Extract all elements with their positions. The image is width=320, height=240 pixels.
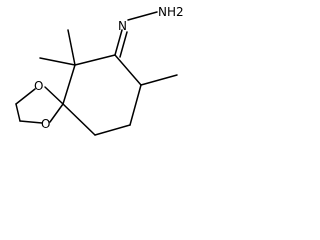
bond-n-n xyxy=(127,11,158,21)
bond-cquat-chydrazone xyxy=(74,54,116,66)
molecule-structure: O O N NH2 xyxy=(15,5,184,136)
atom-label-o2: O xyxy=(41,117,50,131)
atom-label-n1: N xyxy=(118,19,127,33)
bond-spiro-cquat xyxy=(62,64,76,105)
bond-cmethine-ch2 xyxy=(129,84,142,126)
bond-o2-ch2 xyxy=(19,120,43,124)
bond-ch2-spiro xyxy=(62,103,96,136)
atom-oxygen-2: O xyxy=(41,117,50,131)
bond-chydrazone-cmethine xyxy=(114,54,142,86)
bond-spiro-o1 xyxy=(44,86,64,105)
bond-spiro-o2 xyxy=(49,103,64,123)
bond-ch2-ch2 xyxy=(15,103,21,122)
atom-nitrogen-amine: NH2 xyxy=(158,5,184,19)
atom-label-o1: O xyxy=(34,79,43,93)
bond-c-n-double-2 xyxy=(119,31,128,58)
bond-cmethine-methyl xyxy=(140,74,178,86)
bond-ring-ch2-ch2 xyxy=(94,124,131,136)
bond-c-n-double-1 xyxy=(114,29,123,56)
bond-cquat-methyl-2 xyxy=(67,29,76,66)
atom-label-nh2: NH2 xyxy=(158,5,184,19)
atom-nitrogen-imine: N xyxy=(118,19,127,33)
atom-oxygen-1: O xyxy=(34,79,43,93)
bond-o1-ch2 xyxy=(15,88,36,105)
bond-cquat-methyl-1 xyxy=(39,57,76,66)
